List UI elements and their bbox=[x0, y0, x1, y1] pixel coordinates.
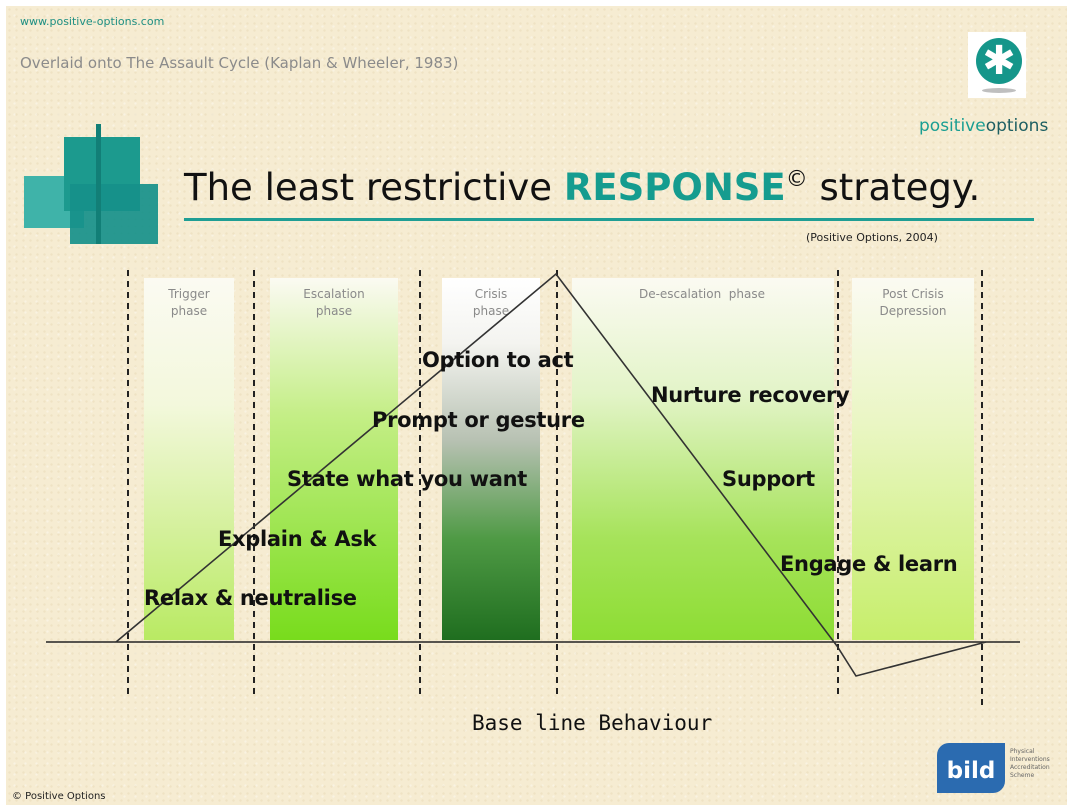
assault-cycle-curve bbox=[115, 272, 987, 677]
phase-label-line: phase bbox=[315, 304, 353, 318]
title-text-2: strategy. bbox=[807, 166, 981, 209]
baseline-label: Base line Behaviour bbox=[472, 711, 713, 735]
title-emphasis: RESPONSE bbox=[563, 166, 786, 209]
footer-copyright: © Positive Options bbox=[12, 791, 106, 802]
website-url: www.positive-options.com bbox=[20, 15, 165, 28]
assault-cycle-diagram bbox=[46, 270, 1020, 706]
title-text-1: The least restrictive bbox=[184, 166, 564, 209]
brand-logo-circle bbox=[976, 38, 1022, 84]
logo-shadow bbox=[982, 88, 1016, 93]
citation: (Positive Options, 2004) bbox=[806, 231, 938, 244]
response-engage: Engage & learn bbox=[780, 552, 958, 576]
phase-label-line: Escalation bbox=[303, 287, 365, 301]
subtitle: Overlaid onto The Assault Cycle (Kaplan … bbox=[20, 54, 459, 72]
phase-label-crisis: Crisis phase bbox=[442, 286, 540, 320]
response-explain: Explain & Ask bbox=[218, 527, 377, 551]
response-relax: Relax & neutralise bbox=[144, 586, 357, 610]
response-prompt: Prompt or gesture bbox=[372, 408, 585, 432]
phase-label-escalation: Escalation phase bbox=[270, 286, 398, 320]
crisis-phase-panel bbox=[442, 278, 540, 640]
response-state: State what you want bbox=[287, 467, 528, 491]
phase-label-line: Depression bbox=[879, 304, 947, 318]
trigger-phase-panel bbox=[144, 278, 234, 640]
brand-name: positiveoptions bbox=[919, 116, 1048, 136]
brand-name-part2: options bbox=[985, 116, 1049, 136]
brand-name-part1: positive bbox=[919, 116, 986, 136]
phase-label-line: Trigger bbox=[168, 287, 210, 301]
copyright-mark: © bbox=[785, 167, 808, 192]
post-crisis-phase-panel bbox=[852, 278, 974, 640]
phase-label-line: Post Crisis bbox=[882, 287, 944, 301]
phase-label-trigger: Trigger phase bbox=[144, 286, 234, 320]
phase-label-deescalation: De-escalation phase bbox=[572, 286, 832, 303]
bild-logo-caption: Physical Interventions Accreditation Sch… bbox=[1010, 748, 1050, 779]
phase-label-line: phase bbox=[170, 304, 208, 318]
running-figure-icon: ✱ bbox=[982, 38, 1016, 84]
slide-title: The least restrictive RESPONSE© strategy… bbox=[184, 166, 980, 209]
phase-label-line: phase bbox=[472, 304, 510, 318]
title-underline bbox=[184, 218, 1034, 221]
slide: www.positive-options.com Overlaid onto T… bbox=[6, 6, 1067, 805]
response-option: Option to act bbox=[422, 348, 574, 372]
phase-label-line: De-escalation phase bbox=[638, 287, 766, 301]
response-support: Support bbox=[722, 467, 815, 491]
decor-square-3 bbox=[70, 184, 158, 244]
decor-square-4 bbox=[96, 124, 101, 244]
bild-logo: bild bbox=[937, 743, 1005, 793]
phase-label-line: Crisis bbox=[474, 287, 508, 301]
deescalation-phase-panel bbox=[572, 278, 834, 640]
response-nurture: Nurture recovery bbox=[651, 383, 850, 407]
